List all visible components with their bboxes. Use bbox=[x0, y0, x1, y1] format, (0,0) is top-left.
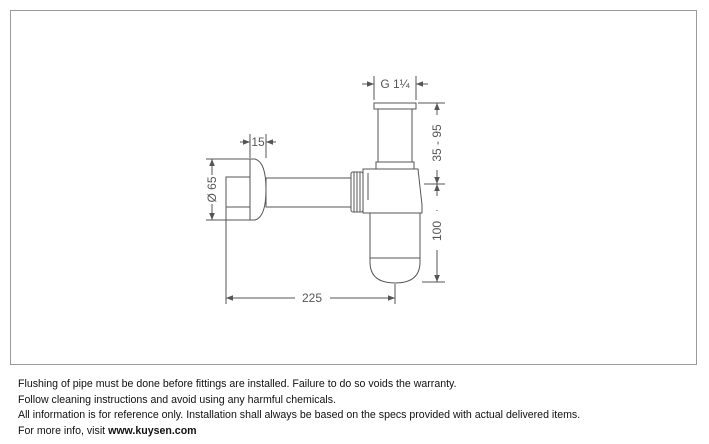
dim-body-height: 100 bbox=[430, 221, 444, 241]
note-reference: All information is for reference only. I… bbox=[18, 409, 581, 422]
bottle-trap-drawing: G 1¼ 15 Ø 65 35 - 95 100 225 bbox=[205, 76, 445, 305]
notes: Flushing of pipe must be done before fit… bbox=[18, 377, 580, 439]
dim-projection: 225 bbox=[302, 291, 322, 305]
dim-height-adjust: 35 - 95 bbox=[430, 124, 444, 162]
dim-flange-diameter: Ø 65 bbox=[205, 176, 219, 202]
note-flushing: Flushing of pipe must be done before fit… bbox=[18, 378, 457, 390]
dim-flange-width: 15 bbox=[251, 135, 265, 149]
note-cleaning: Follow cleaning instructions and avoid u… bbox=[18, 393, 336, 406]
dim-thread: G 1¼ bbox=[380, 77, 410, 91]
more-info-prefix: For more info, visit bbox=[18, 424, 109, 437]
trap-outline bbox=[225, 102, 423, 284]
drawing-frame bbox=[10, 10, 697, 365]
note-more-info: For more info, visit www.kuysen.com bbox=[18, 424, 580, 440]
dimension-lines bbox=[206, 76, 445, 304]
website-link[interactable]: www.kuysen.com bbox=[108, 424, 197, 437]
